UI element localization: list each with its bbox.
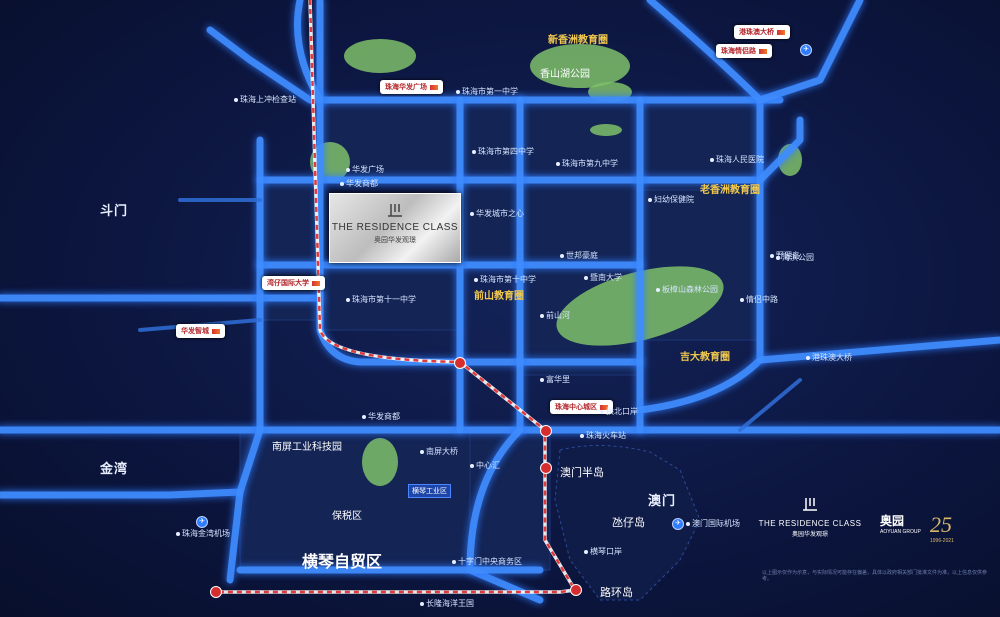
poi-label: 珠海市第九中学: [556, 160, 618, 168]
poi-label: 中心汇: [470, 462, 500, 470]
poi-label: 暨南大学: [584, 274, 622, 282]
poi-label: 世邦豪庭: [560, 252, 598, 260]
district-aomen: 澳门: [648, 493, 677, 508]
poi-label: 澳门国际机场: [686, 520, 740, 528]
poi-label: 珠海市第十一中学: [346, 296, 416, 304]
disclaimer-text: 以上图示仅作为示意，与实际情况可能存在偏差，具体以政府相关部门批准文件为准，以上…: [762, 570, 988, 582]
airport-icon: ✈: [672, 518, 684, 530]
project-name: THE RESIDENCE CLASS: [331, 222, 459, 233]
zone-xinxiangzhou: 新香洲教育圈: [548, 35, 608, 46]
road: [646, 0, 864, 104]
park-area: [590, 124, 622, 136]
park-area: [530, 44, 630, 88]
brand-name: THE RESIDENCE CLASS: [758, 519, 862, 528]
city-block: [459, 174, 641, 266]
zone-qianshan: 前山教育圈: [474, 291, 524, 302]
project-logo-icon: [388, 204, 402, 217]
road: [738, 378, 802, 432]
brand-block: THE RESIDENCE CLASS 奥园华发观璟: [755, 496, 865, 538]
district-jinwan: 金湾: [100, 461, 129, 476]
poi-label: 富华里: [540, 376, 570, 384]
poi-label: 华发商都: [340, 180, 378, 188]
park-area: [344, 39, 416, 73]
district-doumen: 斗门: [100, 203, 129, 218]
park-area: [362, 438, 398, 486]
bubble-huafa-guangchang: 珠海华发广场: [380, 80, 443, 94]
poi-label: 情侣中路: [740, 296, 778, 304]
aoyuan-logo-sub: AOYUAN GROUP: [880, 529, 921, 535]
metro-station-icon: [454, 357, 466, 369]
poi-label: 珠海火车站: [580, 432, 626, 440]
airport-icon: ✈: [800, 44, 812, 56]
road: [756, 336, 1000, 364]
poi-label: 海滨公园: [776, 254, 814, 262]
poi-label: 华发商都: [362, 413, 400, 421]
macau-area: [554, 445, 701, 601]
poi-label: 妇幼保健院: [648, 196, 694, 204]
poi-label: 珠海市第一中学: [456, 88, 518, 96]
bubble-tanka: 珠海中心城区: [550, 400, 613, 414]
poi-label: 拱北口岸: [600, 408, 638, 416]
project-marker[interactable]: THE RESIDENCE CLASS 奥园华发观璟: [329, 193, 461, 263]
metro-station-icon: [570, 584, 582, 596]
poi-label: 野狸岛: [770, 252, 800, 260]
poi-label: 华发广场: [346, 166, 384, 174]
poi-label: 华发城市之心: [470, 210, 524, 218]
airport-icon: ✈: [196, 516, 208, 528]
metro-station-icon: [210, 586, 222, 598]
metro-station-icon: [540, 462, 552, 474]
zone-xiangshan-park: 香山湖公园: [540, 69, 590, 80]
project-subtitle: 奥园华发观璟: [374, 237, 416, 244]
poi-label: 十字门中央商务区: [452, 558, 522, 566]
poi-label: 珠海金湾机场: [176, 530, 230, 538]
road: [756, 116, 804, 184]
poi-label: 珠海市第四中学: [472, 148, 534, 156]
district-luhuan: 路环岛: [600, 587, 633, 599]
aoyuan-logo-text: 奥园: [880, 514, 905, 528]
anniversary-number: 25: [930, 512, 952, 537]
poi-label: 横琴口岸: [584, 548, 622, 556]
district-dangzai: 氹仔岛: [612, 517, 645, 529]
anniversary-logo: 25 1996-2021: [930, 512, 954, 544]
poi-label: 前山河: [540, 312, 570, 320]
road: [226, 136, 264, 584]
bubble-top-right2: 珠海情侣路: [716, 44, 772, 58]
aoyuan-logo: 奥园 AOYUAN GROUP: [880, 512, 921, 535]
poi-label: 珠海人民医院: [710, 156, 764, 164]
anniversary-years: 1996-2021: [930, 538, 954, 544]
bubble-top-right: 港珠澳大桥: [734, 25, 790, 39]
city-block: [639, 99, 761, 191]
poi-label: 港珠澳大桥: [806, 354, 852, 362]
rail-line: [215, 0, 578, 594]
city-block: [319, 259, 461, 331]
poi-label: 南屏大桥: [420, 448, 458, 456]
road: [206, 26, 784, 104]
zone-jida: 吉大教育圈: [680, 352, 730, 363]
city-block: [459, 99, 641, 176]
road: [0, 488, 244, 499]
poi-label: 珠海市第十中学: [474, 276, 536, 284]
district-aomen-bandao: 澳门半岛: [560, 467, 604, 479]
bubble-shijie: 湾仔国际大学: [262, 276, 325, 290]
poi-label: 珠海上冲检查站: [234, 96, 296, 104]
zone-hengqin-industry: 横琴工业区: [408, 484, 451, 498]
brand-logo-icon: [803, 498, 817, 511]
bubble-left: 华发智城: [176, 324, 225, 338]
poi-label: 板樟山森林公园: [656, 286, 718, 294]
city-block: [469, 429, 551, 571]
zone-nanping: 南屏工业科技园: [272, 442, 342, 453]
district-baoshui: 保税区: [332, 511, 362, 522]
road: [636, 96, 764, 414]
zone-laoxiangzhou: 老香洲教育圈: [700, 185, 760, 196]
road: [466, 426, 544, 604]
poi-label: 长隆海洋王国: [420, 600, 474, 608]
zone-hengqin: 横琴自贸区: [302, 554, 383, 571]
brand-subtitle: 奥园华发观璟: [791, 532, 828, 538]
metro-station-icon: [540, 425, 552, 437]
